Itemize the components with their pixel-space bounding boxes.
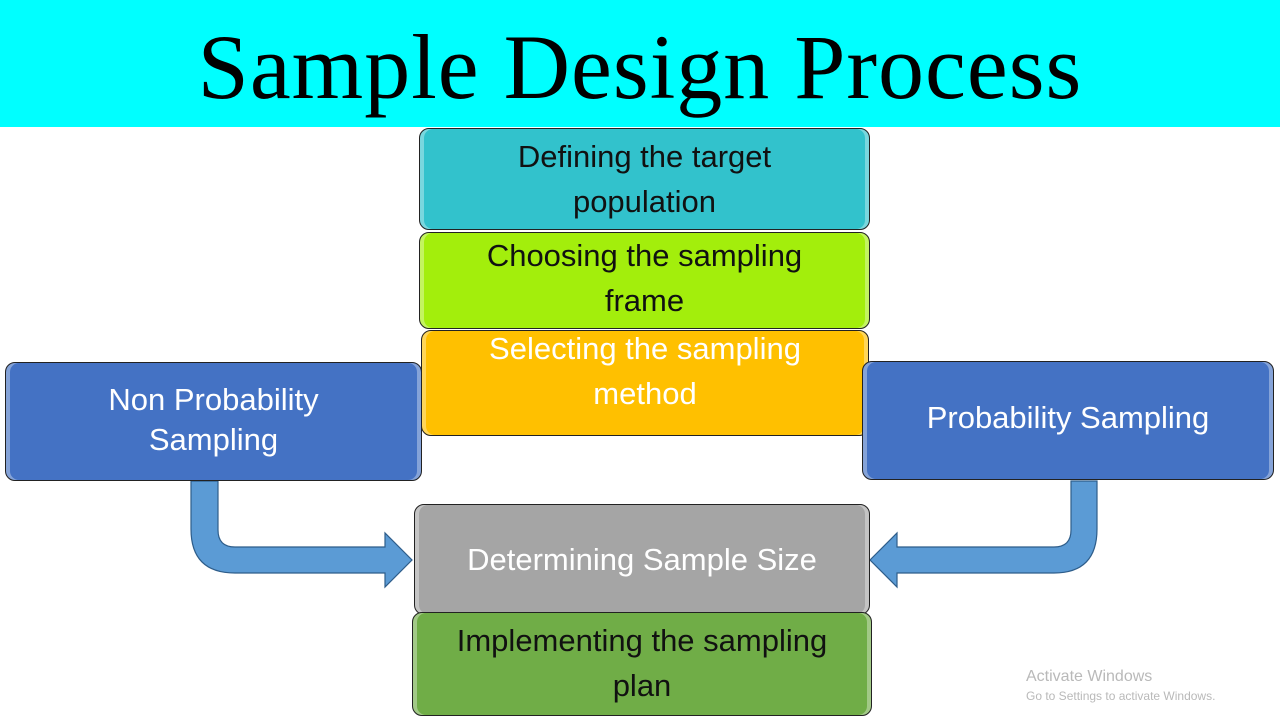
step-determine-sample-size: Determining Sample Size	[414, 504, 870, 615]
step-label-line: plan	[612, 668, 672, 703]
branch-label-line: Sampling	[148, 421, 279, 457]
step-label-line: Choosing the sampling	[486, 237, 803, 273]
step-implement-plan: Implementing the sampling plan	[412, 612, 872, 716]
branch-probability-sampling: Probability Sampling	[862, 361, 1274, 480]
watermark-title: Activate Windows	[1026, 668, 1153, 685]
arrow-right-to-sample-size-icon	[869, 480, 1098, 589]
arrow-left-to-sample-size-icon	[190, 480, 413, 589]
watermark-subtitle: Go to Settings to activate Windows.	[1026, 689, 1216, 703]
step-label-line: Determining Sample Size	[467, 542, 817, 577]
step-label-line: frame	[604, 282, 685, 318]
step-label-line: Defining the target	[517, 139, 772, 174]
step-choose-frame: Choosing the sampling frame	[419, 232, 870, 329]
branch-label-line: Non Probability	[108, 381, 319, 417]
step-label-line: population	[572, 184, 717, 219]
branch-label-line: Probability Sampling	[926, 400, 1210, 435]
page-title: Sample Design Process	[197, 15, 1083, 118]
step-label-line: method	[593, 376, 697, 411]
step-define-population: Defining the target population	[419, 128, 870, 230]
step-label-line: Implementing the sampling	[456, 623, 828, 658]
activate-windows-watermark: Activate Windows Go to Settings to activ…	[1026, 667, 1215, 705]
step-select-method: Selecting the sampling method	[421, 330, 869, 436]
title-banner: Sample Design Process	[0, 0, 1280, 127]
step-label-line: Selecting the sampling	[489, 331, 801, 366]
